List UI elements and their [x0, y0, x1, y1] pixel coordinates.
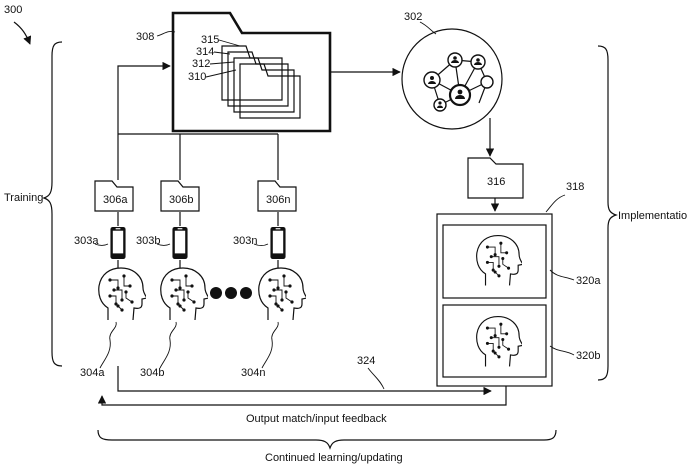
brain-head-icon [476, 234, 522, 287]
display-group: 318 320a 320b [436, 181, 601, 387]
label-318: 318 [566, 181, 584, 193]
label-312: 312 [192, 58, 210, 70]
label-310: 310 [188, 71, 206, 83]
label-316: 316 [487, 176, 505, 188]
smartphone-icon [172, 226, 188, 260]
ellipsis-dots-icon [210, 287, 252, 299]
label-304b: 304b [140, 367, 164, 379]
label-308: 308 [136, 31, 154, 43]
label-314: 314 [196, 46, 214, 58]
smartphone-icon [110, 226, 126, 260]
label-306b: 306b [169, 194, 193, 206]
label-315: 315 [201, 34, 219, 46]
output-folder-316: 316 [467, 157, 524, 199]
implementation-label: Implementation [618, 210, 687, 222]
brain-head-icon [258, 267, 306, 321]
output-feedback-arrow: Output match/input feedback [97, 386, 507, 425]
implementation-brace: Implementation [597, 45, 687, 381]
label-302: 302 [404, 11, 422, 23]
training-label: Training [4, 192, 43, 204]
collection-tree [117, 61, 279, 180]
training-brace: Training [4, 41, 63, 367]
neural-network-icon: 302 [401, 11, 503, 130]
continued-learning-brace: Continued learning/updating [97, 429, 557, 464]
feedback-label: Output match/input feedback [246, 413, 387, 425]
database-folder: 308 315 314 312 310 [136, 11, 332, 133]
stacked-files [221, 45, 301, 119]
label-303b: 303b [136, 235, 160, 247]
label-320b: 320b [576, 350, 600, 362]
figure-number: 300 [4, 4, 32, 45]
brain-head-icon [98, 267, 146, 321]
label-304n: 304n [241, 367, 265, 379]
brain-head-icon [476, 315, 522, 368]
brain-head-icon [160, 267, 208, 321]
smartphone-icon [270, 226, 286, 260]
label-320a: 320a [576, 275, 601, 287]
label-303n: 303n [233, 235, 257, 247]
feedback-line: 324 [117, 355, 492, 396]
user-column-a: 306a 303a 304a [74, 180, 146, 379]
label-303a: 303a [74, 235, 99, 247]
continued-label: Continued learning/updating [265, 452, 403, 464]
label-304a: 304a [80, 367, 105, 379]
user-column-n: 306n 303n 304n [233, 180, 306, 379]
label-306a: 306a [103, 194, 128, 206]
svg-text:300: 300 [4, 4, 22, 16]
user-column-b: 306b 303b 304b [136, 180, 208, 379]
label-324: 324 [357, 355, 375, 367]
label-306n: 306n [266, 194, 290, 206]
